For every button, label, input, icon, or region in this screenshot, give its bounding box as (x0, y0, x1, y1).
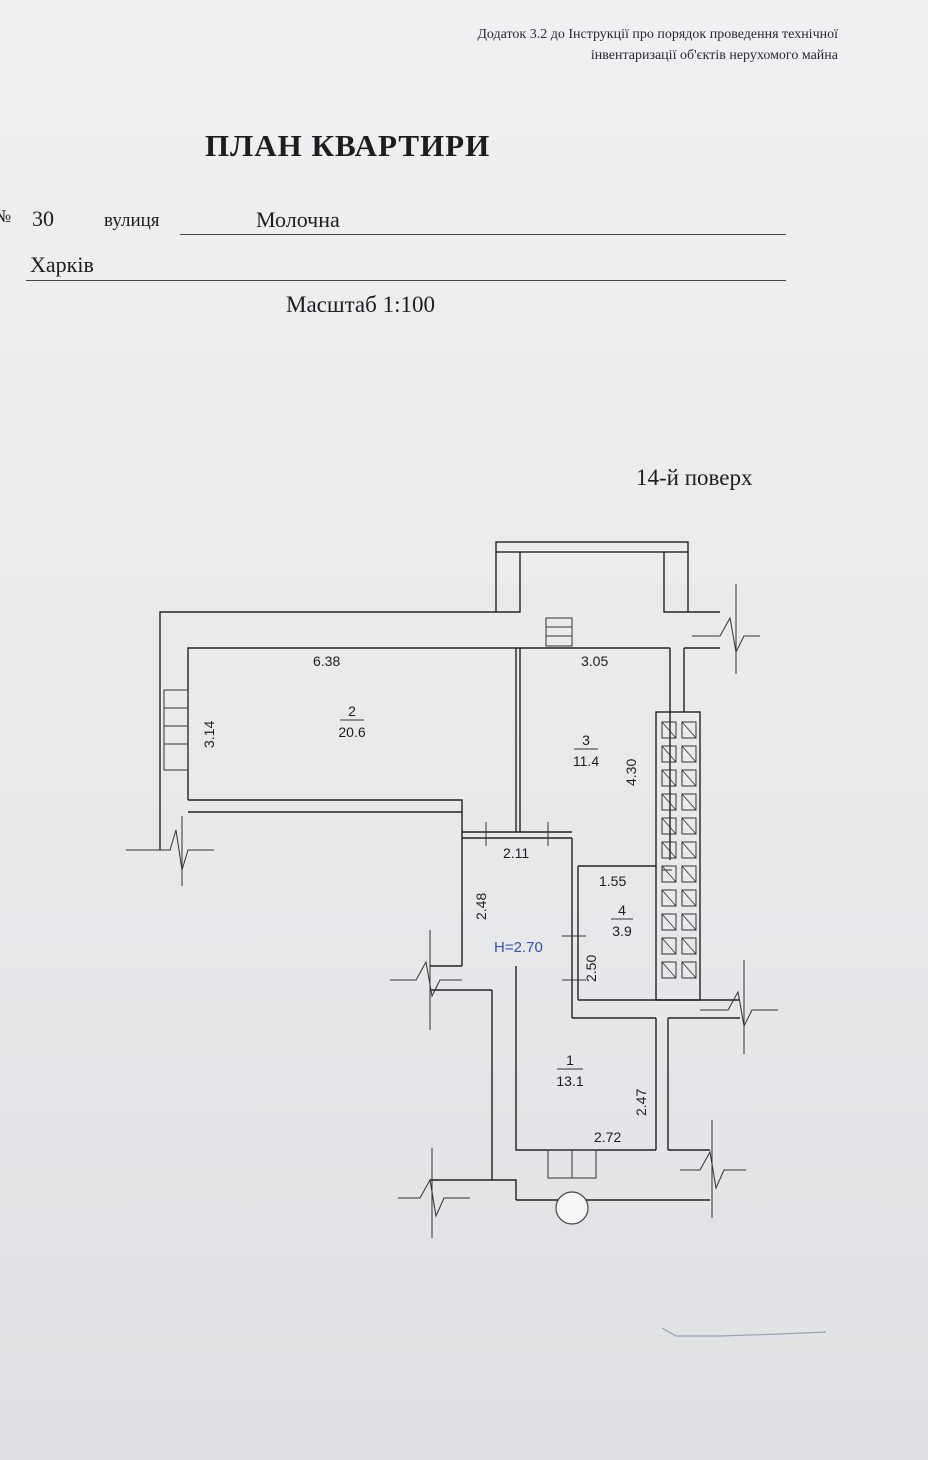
shaft-cell-hatch (661, 793, 677, 811)
riser-circle (555, 1191, 589, 1225)
shaft-cell-hatch (661, 913, 677, 931)
shaft-cell (681, 841, 697, 859)
appendix-line-1: Додаток 3.2 до Інструкції про порядок пр… (477, 27, 838, 42)
shaft-cell (661, 769, 677, 787)
room-number: 1 (566, 1052, 574, 1068)
dim-3-05: 3.05 (581, 653, 608, 669)
shaft-cell-hatch (681, 865, 697, 883)
shaft-cell (681, 913, 697, 931)
dim-6-38: 6.38 (313, 653, 340, 669)
shaft-cell (661, 793, 677, 811)
house-number: 30 (32, 206, 54, 231)
scale-label: Масштаб 1:100 (286, 292, 435, 317)
number-prefix: № (0, 206, 12, 226)
shaft-cell (661, 745, 677, 763)
dim-3-14: 3.14 (201, 721, 217, 748)
room-area: 3.9 (612, 923, 632, 939)
shaft-cell (661, 913, 677, 931)
city-name: Харків (30, 252, 94, 277)
dim-2-11: 2.11 (503, 845, 529, 861)
room-label-2: 2 20.6 (338, 703, 365, 740)
shaft-cell-hatch (661, 865, 677, 883)
dim-2-72: 2.72 (594, 1129, 621, 1145)
break-marks (126, 584, 778, 1238)
shaft-cell (681, 745, 697, 763)
room-label-3: 3 11.4 (573, 732, 599, 769)
room-label-4: 4 3.9 (611, 902, 633, 939)
shaft-cell-hatch (661, 817, 677, 835)
room-area: 20.6 (338, 724, 365, 740)
dim-2-48: 2.48 (473, 893, 489, 920)
shaft-cell (661, 721, 677, 739)
shaft-cell-hatch (661, 745, 677, 763)
room-label-1: 1 13.1 (556, 1052, 583, 1089)
room-area: 11.4 (573, 753, 599, 769)
shaft-cell-hatch (661, 841, 677, 859)
shaft-cell (661, 817, 677, 835)
shaft-cell-hatch (681, 721, 697, 739)
shaft-cell-hatch (681, 889, 697, 907)
street-name: Молочна (256, 207, 340, 232)
street-underline (180, 234, 786, 235)
shaft-cell-hatch (681, 745, 697, 763)
dim-2-47: 2.47 (633, 1089, 649, 1116)
shaft-cell (661, 937, 677, 955)
dim-2-50: 2.50 (583, 955, 599, 982)
shaft-cell-hatch (681, 961, 697, 979)
shaft-cell (681, 937, 697, 955)
shaft-cell (661, 889, 677, 907)
shaft-cell (681, 961, 697, 979)
shaft-cell-hatch (681, 817, 697, 835)
shaft-cell-hatch (661, 937, 677, 955)
dim-1-55: 1.55 (599, 873, 626, 889)
room-area: 13.1 (556, 1073, 583, 1089)
shaft-cell (681, 889, 697, 907)
balcony (495, 541, 689, 647)
ventilation-shaft-cells (661, 721, 697, 979)
shaft-cell-hatch (681, 793, 697, 811)
appendix-line-2: інвентаризації об'єктів нерухомого майна (590, 48, 838, 63)
ceiling-height: H=2.70 (494, 939, 543, 956)
shaft-cell-hatch (681, 937, 697, 955)
shaft-cell-hatch (661, 769, 677, 787)
outer-walls (159, 611, 740, 1201)
shaft-cell (681, 865, 697, 883)
city-underline (26, 280, 786, 281)
pencil-mark (661, 1327, 827, 1337)
shaft-cell-hatch (681, 769, 697, 787)
floor-label: 14-й поверх (636, 465, 753, 490)
page-title: ПЛАН КВАРТИРИ (205, 128, 491, 163)
shaft-cell (681, 817, 697, 835)
room-number: 4 (618, 902, 626, 918)
appendix-note: Додаток 3.2 до Інструкції про порядок пр… (318, 24, 838, 66)
shaft-cell (661, 865, 677, 883)
dim-4-30: 4.30 (623, 759, 639, 786)
shaft-cell (681, 721, 697, 739)
room-number: 3 (582, 732, 590, 748)
shaft-cell-hatch (661, 961, 677, 979)
shaft-cell (681, 769, 697, 787)
shaft-cell-hatch (681, 913, 697, 931)
door-marks (485, 822, 672, 981)
shaft-cell (681, 793, 697, 811)
street-label: вулиця (104, 210, 160, 231)
shaft-cell (661, 961, 677, 979)
shaft-cell (661, 841, 677, 859)
shaft-cell-hatch (661, 889, 677, 907)
shaft-cell-hatch (661, 721, 677, 739)
room-number: 2 (348, 703, 356, 719)
shaft-cell-hatch (681, 841, 697, 859)
